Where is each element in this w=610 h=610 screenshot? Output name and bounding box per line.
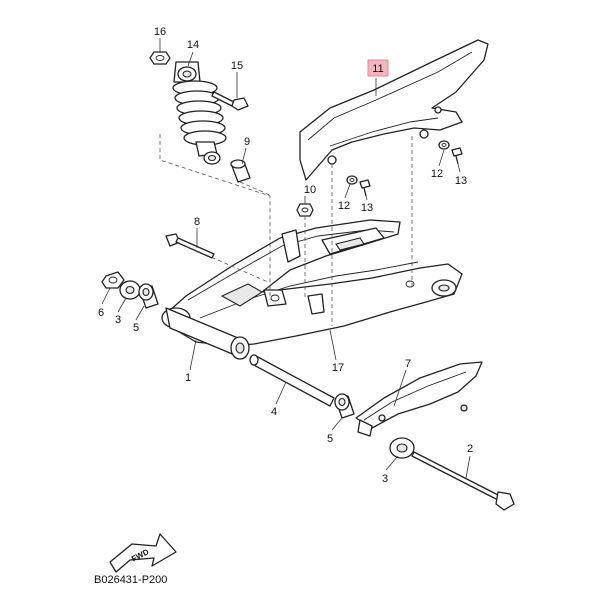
shock-top-bolt xyxy=(211,91,249,111)
callout-3: 3 xyxy=(382,473,388,485)
callout-13: 13 xyxy=(361,202,373,214)
fwd-direction-badge: FWD xyxy=(109,533,177,573)
callout-9: 9 xyxy=(244,136,250,148)
callout-8: 8 xyxy=(194,216,200,228)
pivot-bushing-right xyxy=(334,393,355,419)
shock-spring xyxy=(172,80,227,146)
pivot-bushing-left xyxy=(138,283,159,309)
alignment-lines xyxy=(159,134,413,326)
collar-right xyxy=(389,437,415,459)
callout-labels: 1 2 3 3 4 5 5 6 7 8 9 10 11 12 12 13 13 … xyxy=(98,26,473,485)
callout-5: 5 xyxy=(133,322,139,334)
callout-16: 16 xyxy=(154,26,166,38)
callout-3: 3 xyxy=(115,314,121,326)
callout-14: 14 xyxy=(187,39,199,51)
callout-12: 12 xyxy=(431,168,443,180)
pivot-shaft xyxy=(249,354,335,407)
swingarm-nut xyxy=(296,203,314,217)
shock-lower-bolt xyxy=(165,233,215,259)
callout-12: 12 xyxy=(338,200,350,212)
chain-guard-bolt-lower xyxy=(359,179,371,197)
callout-17: 17 xyxy=(332,362,344,374)
chain-guard xyxy=(299,39,489,181)
swingarm xyxy=(161,219,463,360)
callout-4: 4 xyxy=(271,406,277,418)
callout-10: 10 xyxy=(304,184,316,196)
chain-guard-bolt-upper xyxy=(451,147,463,165)
leader-lines xyxy=(101,38,471,479)
pivot-long-bolt xyxy=(411,451,515,511)
callout-11: 11 xyxy=(372,63,383,75)
callout-1: 1 xyxy=(185,372,191,384)
shock-lower-collar xyxy=(230,159,251,183)
callout-6: 6 xyxy=(98,307,104,319)
pivot-nut xyxy=(101,271,125,289)
chain-guard-collar-upper xyxy=(438,140,450,150)
callout-2: 2 xyxy=(467,443,473,455)
rear-shock-absorber xyxy=(149,51,251,183)
pivot-washer xyxy=(119,280,141,300)
callout-5: 5 xyxy=(327,433,333,445)
callout-13: 13 xyxy=(455,175,467,187)
callout-15: 15 xyxy=(231,60,243,72)
callout-7: 7 xyxy=(405,358,411,370)
callout-11-highlight xyxy=(367,59,389,77)
chain-protector xyxy=(355,361,483,437)
top-nut xyxy=(149,51,171,65)
diagram-reference-code: B026431-P200 xyxy=(94,574,167,586)
chain-guard-collar-lower xyxy=(346,175,358,185)
